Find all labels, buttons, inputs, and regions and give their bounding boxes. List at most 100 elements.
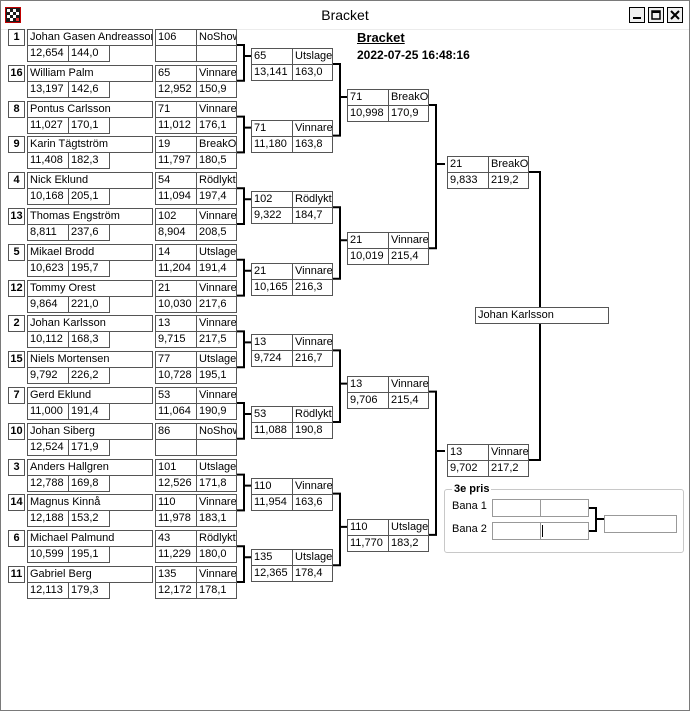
player-name[interactable]: Magnus Kinnå bbox=[27, 494, 153, 512]
round1-entry-time: 8,904 bbox=[155, 224, 197, 241]
round3-entry-time: 10,019 bbox=[347, 248, 389, 266]
round1-entry-result[interactable]: BreakOut bbox=[196, 136, 237, 154]
minimize-button[interactable] bbox=[629, 7, 645, 23]
seed-number: 8 bbox=[8, 100, 25, 118]
third-place-winner-input[interactable] bbox=[604, 515, 677, 533]
round2-entry-result[interactable]: Vinnare bbox=[292, 334, 333, 352]
round1-entry-result[interactable]: Rödlykta bbox=[196, 530, 237, 548]
seed-number: 5 bbox=[8, 243, 25, 261]
round2-entry-result[interactable]: Vinnare bbox=[292, 477, 333, 495]
round1-entry-result[interactable]: Vinnare bbox=[196, 387, 237, 404]
lane-1-label: Bana 1 bbox=[452, 500, 487, 512]
round2-entry-result[interactable]: Rödlykta bbox=[292, 406, 333, 423]
round1-entry-result[interactable]: NoShow bbox=[196, 422, 237, 440]
champion-name[interactable]: Johan Karlsson bbox=[475, 307, 609, 324]
round2-entry-time: 9,724 bbox=[251, 350, 293, 368]
player-dial: 153,2 bbox=[68, 510, 110, 528]
round1-entry-result[interactable]: Vinnare bbox=[196, 100, 237, 118]
player-dial: 226,2 bbox=[68, 367, 110, 385]
round1-entry-result[interactable]: NoShow bbox=[196, 29, 237, 46]
round1-entry-result[interactable]: Vinnare bbox=[196, 208, 237, 225]
round2-entry-result[interactable]: Utslagen bbox=[292, 549, 333, 567]
close-button[interactable] bbox=[667, 7, 683, 23]
player-reaction: 10,623 bbox=[27, 259, 69, 277]
round2-entry-time: 11,088 bbox=[251, 422, 293, 439]
seed-number: 13 bbox=[8, 208, 25, 225]
round3-entry-result[interactable]: BreakOut bbox=[388, 89, 429, 106]
seed-number: 4 bbox=[8, 172, 25, 190]
round3-entry-speed: 170,9 bbox=[388, 105, 429, 122]
semifinal-entry-result[interactable]: BreakOut bbox=[488, 156, 529, 173]
round1-entry-result[interactable]: Vinnare bbox=[196, 279, 237, 297]
title-bar[interactable]: Bracket bbox=[1, 1, 689, 30]
semifinal-entry-speed: 217,2 bbox=[488, 460, 529, 477]
round1-entry-time: 12,526 bbox=[155, 474, 197, 492]
semifinal-entry-car[interactable]: 13 bbox=[447, 444, 489, 461]
round1-entry-time: 11,012 bbox=[155, 116, 197, 134]
round3-entry-result[interactable]: Utslagen bbox=[388, 518, 429, 536]
player-name[interactable]: Pontus Carlsson bbox=[27, 100, 153, 118]
player-reaction: 9,864 bbox=[27, 295, 69, 313]
player-name[interactable]: Johan Karlsson bbox=[27, 315, 153, 333]
seed-number: 3 bbox=[8, 458, 25, 476]
player-dial: 144,0 bbox=[68, 45, 110, 62]
lane-1-result-input[interactable] bbox=[540, 499, 589, 517]
maximize-button[interactable] bbox=[648, 7, 664, 23]
round1-entry-time: 11,094 bbox=[155, 188, 197, 206]
round1-entry-result[interactable]: Utslagen bbox=[196, 243, 237, 261]
seed-number: 6 bbox=[8, 530, 25, 548]
round2-entry-speed: 163,8 bbox=[292, 135, 333, 153]
seed-number: 10 bbox=[8, 422, 25, 440]
seed-number: 11 bbox=[8, 566, 25, 583]
third-place-group bbox=[444, 489, 684, 553]
player-name[interactable]: William Palm bbox=[27, 64, 153, 82]
text-caret bbox=[542, 525, 543, 537]
seed-number: 15 bbox=[8, 351, 25, 369]
round2-entry-result[interactable]: Vinnare bbox=[292, 262, 333, 280]
connector-line bbox=[333, 492, 347, 567]
connector-line bbox=[333, 63, 347, 137]
player-reaction: 13,197 bbox=[27, 80, 69, 98]
lane-2-label: Bana 2 bbox=[452, 523, 487, 535]
player-reaction: 12,524 bbox=[27, 438, 69, 456]
round2-entry-car[interactable]: 65 bbox=[251, 48, 293, 65]
connector-line bbox=[237, 44, 251, 82]
player-reaction: 11,408 bbox=[27, 152, 69, 170]
player-dial: 191,4 bbox=[68, 403, 110, 420]
lane-2-result-input[interactable] bbox=[540, 522, 589, 540]
player-dial: 170,1 bbox=[68, 116, 110, 134]
player-reaction: 12,113 bbox=[27, 582, 69, 599]
third-place-label: 3e pris bbox=[452, 483, 492, 495]
connector-line bbox=[237, 258, 251, 297]
window-title: Bracket bbox=[321, 7, 369, 23]
round3-entry-time: 9,706 bbox=[347, 391, 389, 409]
round3-entry-result[interactable]: Vinnare bbox=[388, 232, 429, 250]
round3-entry-time: 11,770 bbox=[347, 534, 389, 552]
player-name[interactable]: Michael Palmund bbox=[27, 530, 153, 548]
round3-entry-speed: 215,4 bbox=[388, 391, 429, 409]
round2-entry-speed: 216,3 bbox=[292, 278, 333, 296]
round3-entry-speed: 183,2 bbox=[388, 534, 429, 552]
round1-entry-speed: 178,1 bbox=[196, 582, 237, 599]
round1-entry-speed: 190,9 bbox=[196, 403, 237, 420]
round1-entry-time: 9,715 bbox=[155, 331, 197, 349]
round3-entry-speed: 215,4 bbox=[388, 248, 429, 266]
player-dial: 179,3 bbox=[68, 582, 110, 599]
round1-entry-speed: 150,9 bbox=[196, 80, 237, 98]
connector-line bbox=[429, 104, 445, 250]
player-dial: 168,3 bbox=[68, 331, 110, 349]
player-name[interactable]: Thomas Engström bbox=[27, 208, 153, 225]
connector-line bbox=[333, 206, 347, 280]
round2-entry-speed: 178,4 bbox=[292, 565, 333, 583]
round1-entry-result[interactable]: Rödlykta bbox=[196, 172, 237, 190]
seed-number: 16 bbox=[8, 64, 25, 82]
close-icon bbox=[670, 10, 680, 20]
player-dial: 169,8 bbox=[68, 474, 110, 492]
bracket-heading: Bracket bbox=[357, 30, 405, 45]
player-reaction: 12,188 bbox=[27, 510, 69, 528]
round1-entry-result[interactable]: Vinnare bbox=[196, 315, 237, 333]
player-dial: 237,6 bbox=[68, 224, 110, 241]
